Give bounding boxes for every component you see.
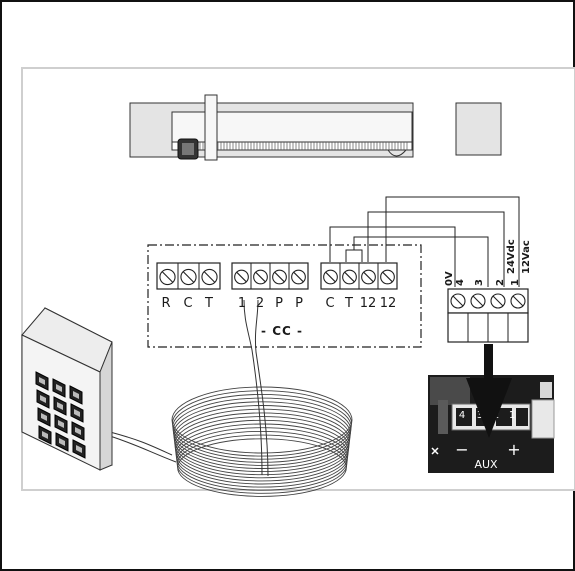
cc-label: - CC -: [261, 324, 303, 338]
gate-motor-rail: [129, 94, 414, 161]
down-arrow-icon: [466, 344, 512, 438]
photocell-box: [455, 102, 502, 156]
aux-plus-sign: +: [507, 440, 520, 459]
control-wires: [329, 196, 520, 287]
power-label-24vdc: 24Vdc: [506, 239, 517, 274]
power-label-12vac: 12Vac: [521, 240, 532, 274]
aux-name-label: AUX: [474, 458, 498, 471]
terminal-label: 2: [256, 296, 264, 311]
power-label-0v: 0V: [444, 271, 455, 286]
terminal-label: P: [295, 296, 303, 311]
terminal-label: R: [161, 296, 170, 311]
power-label-1: 1: [510, 279, 521, 286]
aux-minus-sign: −: [455, 440, 468, 459]
terminal-block-ct12: [320, 262, 398, 290]
terminal-label: C: [183, 296, 192, 311]
terminal-label: T: [344, 296, 353, 311]
terminal-block-rct: [156, 262, 221, 290]
power-terminal-block: [447, 288, 529, 343]
terminal-label: 1: [238, 296, 246, 311]
terminal-label: T: [204, 296, 213, 311]
terminal-label: C: [325, 296, 334, 311]
keypad: [21, 307, 113, 471]
power-label-3: 3: [474, 279, 485, 286]
cable-leads: [109, 299, 269, 477]
terminal-label: P: [275, 296, 283, 311]
terminal-label: 12: [380, 296, 397, 311]
power-label-4: 4: [455, 279, 466, 286]
power-label-2: 2: [495, 279, 506, 286]
aux-pin-label: 3: [477, 410, 483, 421]
terminal-block-cc: [231, 262, 309, 290]
aux-pin-label: 1: [509, 410, 515, 421]
aux-pin-label: 4: [459, 410, 465, 421]
terminal-label: 12: [360, 296, 377, 311]
control-board-outline: [147, 244, 422, 348]
